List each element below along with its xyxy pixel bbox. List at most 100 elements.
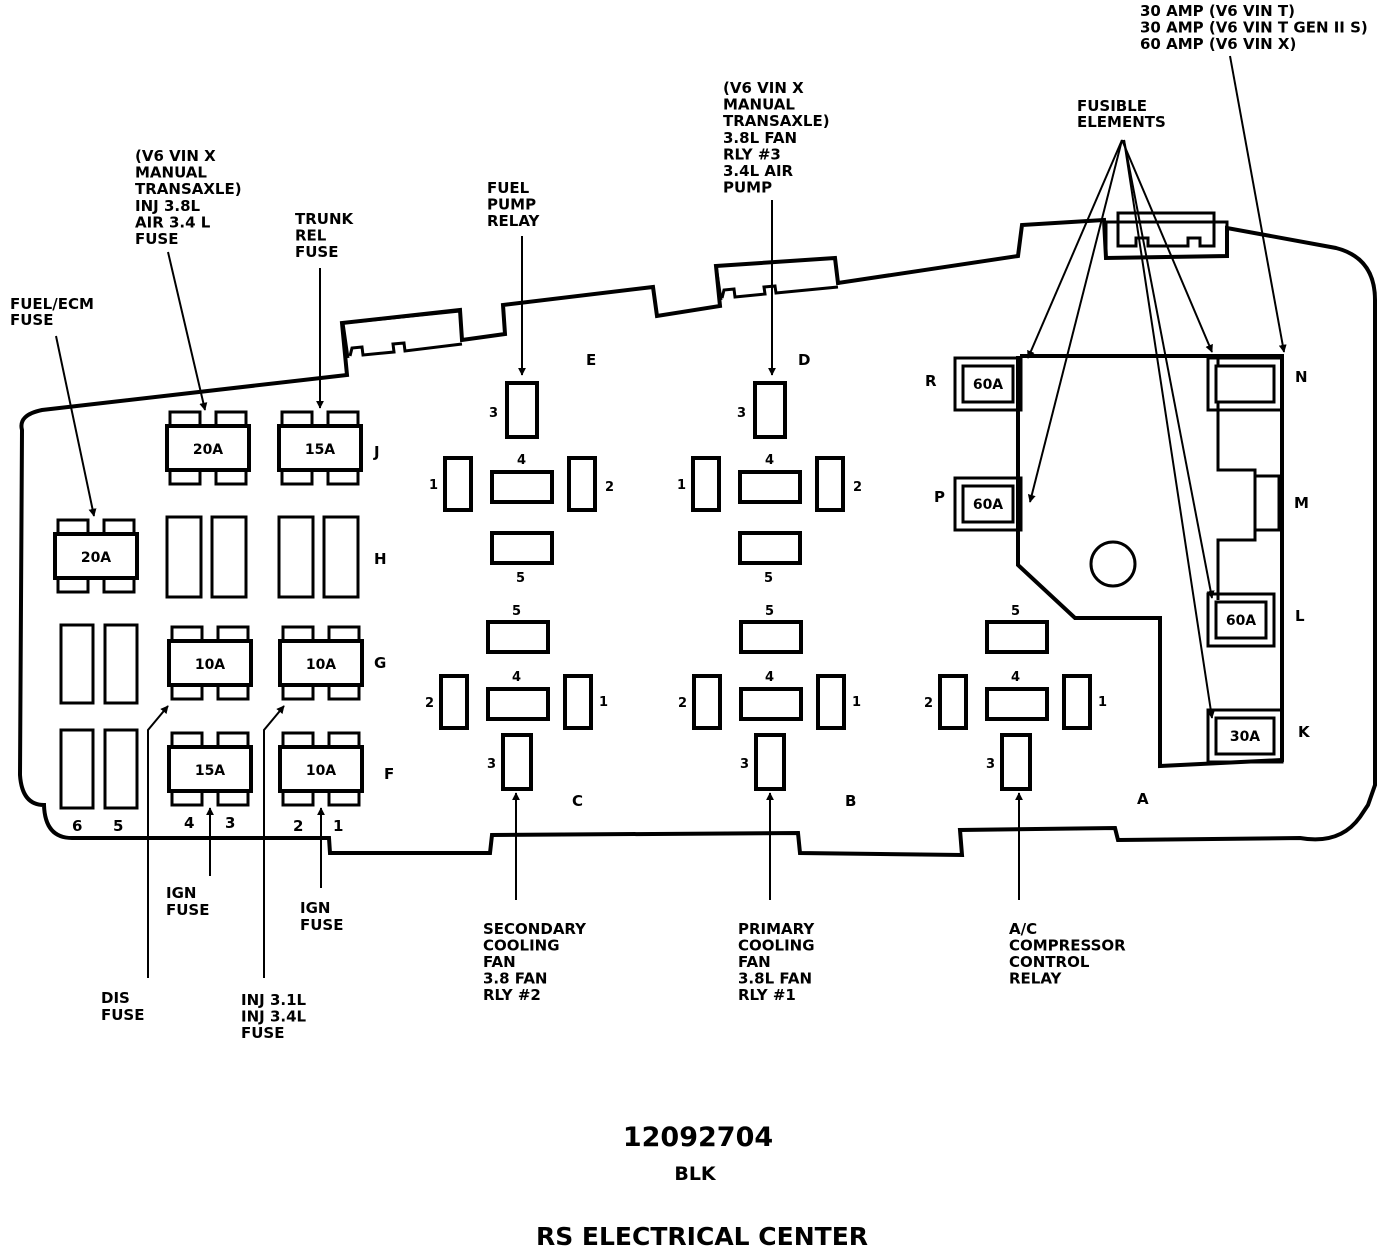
fusible-k: 30A bbox=[1206, 708, 1284, 764]
relay-c-pin-1: 1 bbox=[599, 695, 608, 710]
relay-label-a: A bbox=[1137, 790, 1149, 808]
column-2: 2 bbox=[293, 817, 303, 835]
slot-m bbox=[1253, 474, 1281, 532]
color-code: BLK bbox=[674, 1163, 717, 1185]
column-5: 5 bbox=[113, 817, 123, 835]
fuse-g1-rating: 10A bbox=[195, 657, 225, 673]
blank-fuse-slots bbox=[59, 515, 360, 810]
relay-e-pin-2: 2 bbox=[605, 480, 614, 495]
relay-d-pin-3: 3 bbox=[737, 406, 746, 421]
relay-e-pin-1: 1 bbox=[429, 478, 438, 493]
relay-e: 3 4 1 2 5 bbox=[429, 381, 614, 586]
fusible-p-rating: 60A bbox=[973, 497, 1003, 513]
fuse-g2-rating: 10A bbox=[306, 657, 336, 673]
relay-d-pin-5: 5 bbox=[764, 571, 773, 586]
row-label-f: F bbox=[384, 765, 394, 783]
top-connector-mid bbox=[714, 256, 840, 301]
relay-e-pin-5: 5 bbox=[516, 571, 525, 586]
relay-e-pin-4: 4 bbox=[517, 453, 526, 468]
slot-label-k: K bbox=[1298, 723, 1311, 741]
fusible-l-rating: 60A bbox=[1226, 613, 1256, 629]
top-connector-right bbox=[1104, 211, 1229, 258]
relay-d-pin-4: 4 bbox=[765, 453, 774, 468]
relay-a-pin-5: 5 bbox=[1011, 604, 1020, 619]
slot-label-r: R bbox=[925, 372, 937, 390]
leader-lines bbox=[55, 55, 1287, 978]
row-label-j: J bbox=[373, 443, 380, 461]
row-label-g: G bbox=[374, 654, 386, 672]
relay-label-d: D bbox=[798, 351, 810, 369]
fusible-n bbox=[1206, 356, 1284, 412]
relay-d-pin-2: 2 bbox=[853, 480, 862, 495]
relay-b-pin-5: 5 bbox=[765, 604, 774, 619]
part-number: 12092704 bbox=[623, 1122, 773, 1153]
relay-b-pin-2: 2 bbox=[678, 696, 687, 711]
fuse-f1-rating: 15A bbox=[195, 763, 225, 779]
relay-c-pin-3: 3 bbox=[487, 757, 496, 772]
relay-label-c: C bbox=[572, 792, 583, 810]
fusible-l: 60A bbox=[1206, 592, 1276, 648]
fuse-g2: 10A bbox=[278, 625, 364, 701]
fuse-f1: 15A bbox=[167, 731, 253, 807]
relay-c: 5 4 2 1 3 bbox=[425, 604, 608, 791]
top-connector-left bbox=[341, 309, 464, 359]
relay-c-pin-5: 5 bbox=[512, 604, 521, 619]
fuse-j2: 15A bbox=[277, 410, 363, 486]
relay-c-pin-4: 4 bbox=[512, 670, 521, 685]
mounting-hole bbox=[1089, 540, 1137, 588]
relay-a-pin-1: 1 bbox=[1098, 695, 1107, 710]
slot-label-m: M bbox=[1294, 494, 1309, 512]
fusible-p: 60A bbox=[953, 476, 1023, 532]
relay-e-pin-3: 3 bbox=[489, 406, 498, 421]
relay-b-pin-1: 1 bbox=[852, 695, 861, 710]
fuse-f2: 10A bbox=[278, 731, 364, 807]
relay-c-pin-2: 2 bbox=[425, 696, 434, 711]
fuse-j2-rating: 15A bbox=[305, 442, 335, 458]
slot-label-l: L bbox=[1295, 607, 1305, 625]
fusible-r-rating: 60A bbox=[973, 377, 1003, 393]
relay-label-b: B bbox=[845, 792, 856, 810]
diagram-title: RS ELECTRICAL CENTER bbox=[536, 1222, 868, 1251]
label-amp-notes: 30 AMP (V6 VIN T)30 AMP (V6 VIN T GEN II… bbox=[1140, 2, 1368, 53]
fusible-block-outline bbox=[1016, 354, 1284, 769]
relay-b-pin-3: 3 bbox=[740, 757, 749, 772]
slot-label-p: P bbox=[934, 488, 945, 506]
fuse-fuel-ecm: 20A bbox=[53, 518, 139, 594]
relay-a: 5 4 2 1 3 bbox=[924, 604, 1107, 791]
relay-a-pin-4: 4 bbox=[1011, 670, 1020, 685]
relay-a-pin-2: 2 bbox=[924, 696, 933, 711]
fusible-r: 60A bbox=[953, 356, 1023, 412]
fuse-fuel-ecm-rating: 20A bbox=[81, 550, 111, 566]
housing-outline bbox=[17, 217, 1377, 858]
fuse-j1-rating: 20A bbox=[193, 442, 223, 458]
relay-d-pin-1: 1 bbox=[677, 478, 686, 493]
fuse-j1: 20A bbox=[165, 410, 251, 486]
column-6: 6 bbox=[72, 817, 82, 835]
relay-label-e: E bbox=[586, 351, 596, 369]
column-3: 3 bbox=[225, 814, 235, 832]
column-1: 1 bbox=[333, 817, 343, 835]
relay-d: 3 4 1 2 5 bbox=[677, 381, 862, 586]
fuse-g1: 10A bbox=[167, 625, 253, 701]
column-4: 4 bbox=[184, 814, 194, 832]
slot-label-n: N bbox=[1295, 368, 1308, 386]
fusible-k-rating: 30A bbox=[1230, 729, 1260, 745]
row-label-h: H bbox=[374, 550, 387, 568]
relay-a-pin-3: 3 bbox=[986, 757, 995, 772]
fuse-f2-rating: 10A bbox=[306, 763, 336, 779]
